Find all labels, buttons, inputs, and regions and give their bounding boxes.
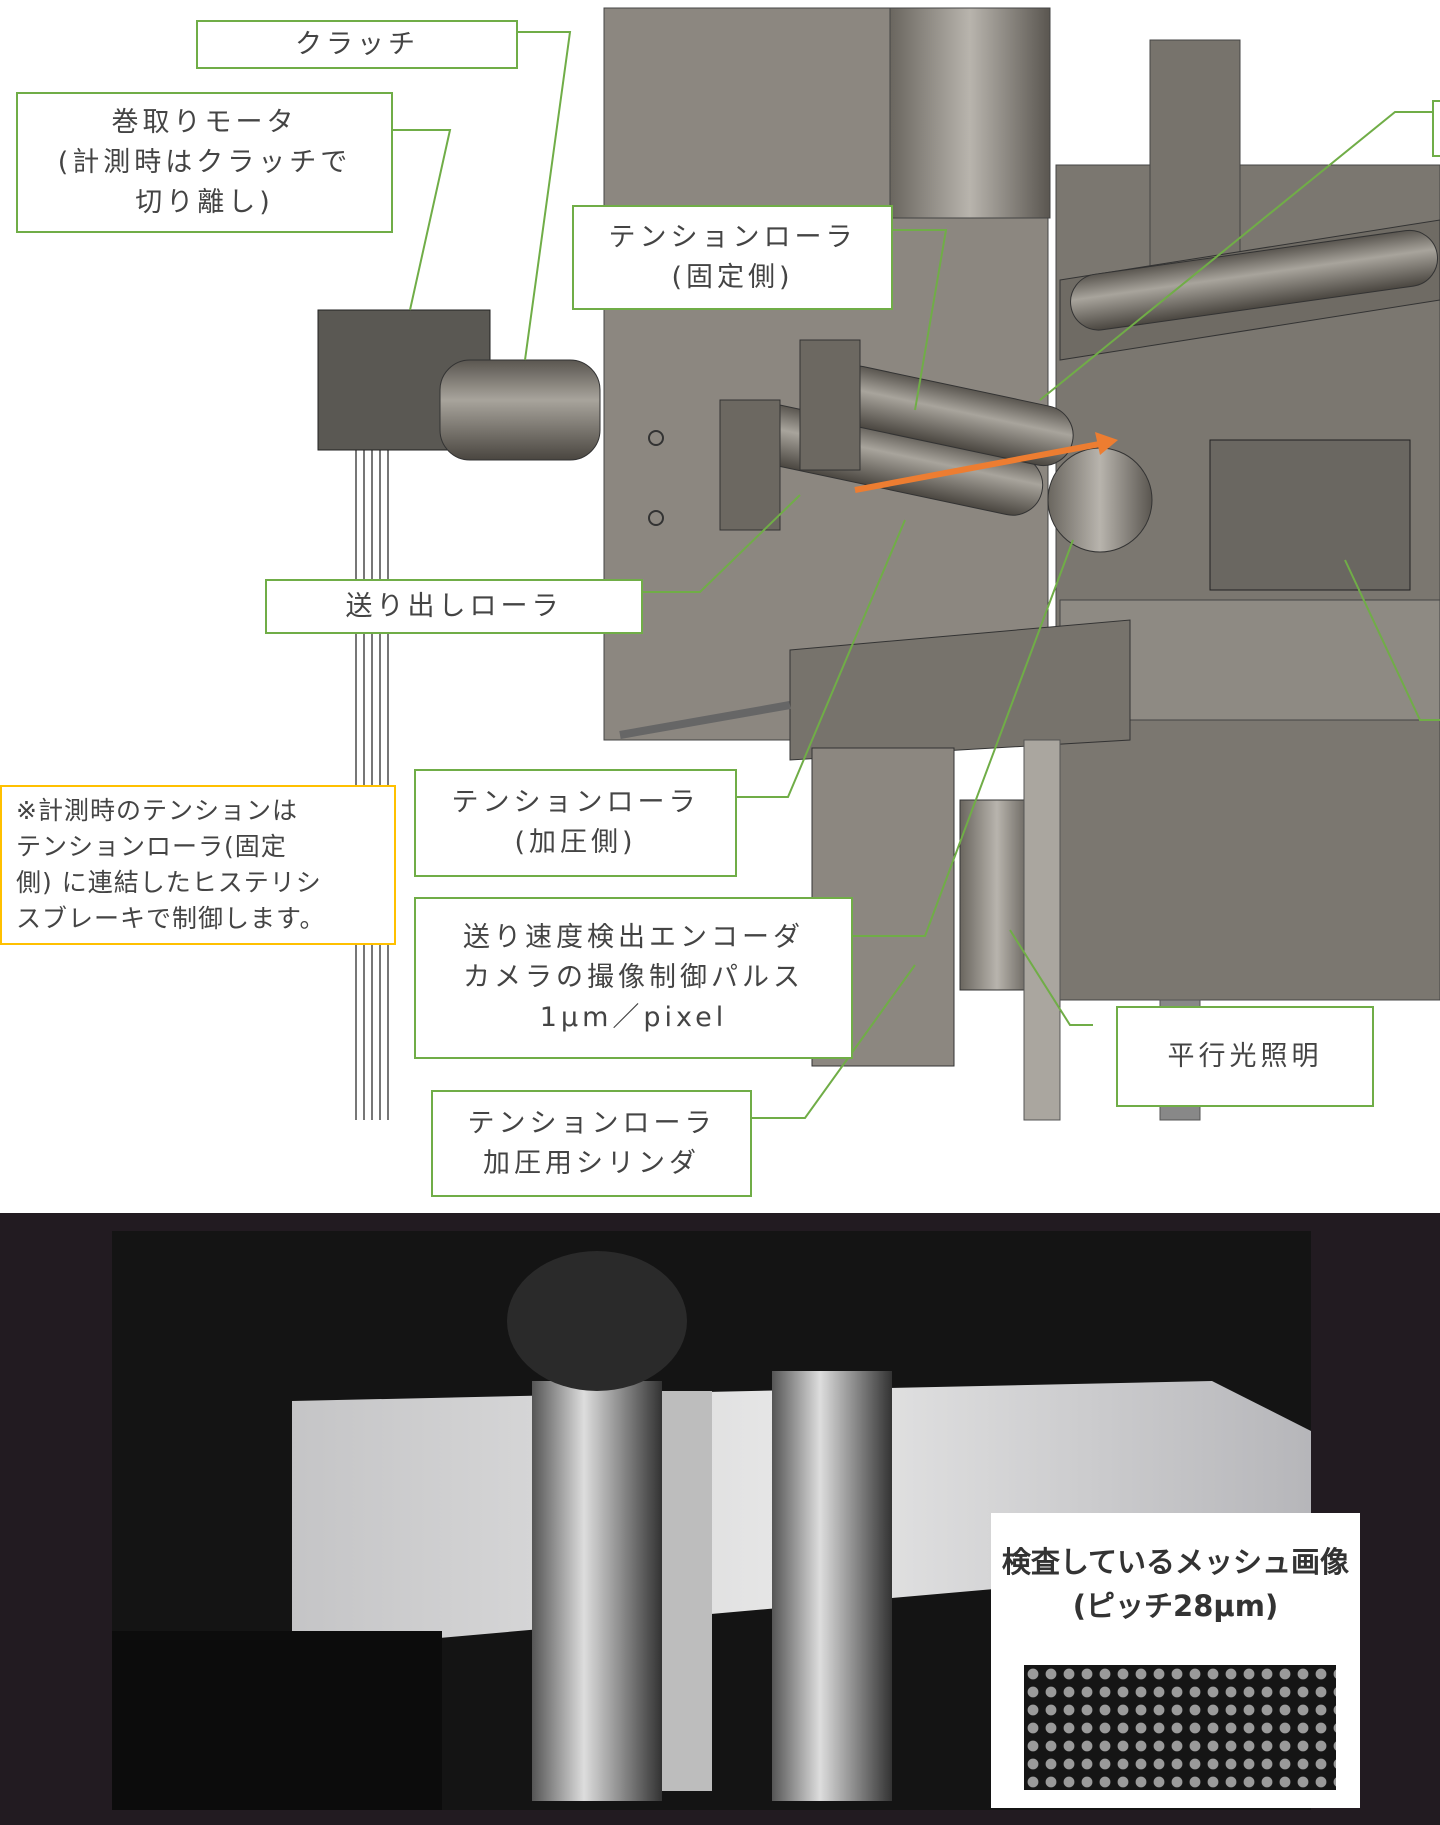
mesh-image-panel: 検査しているメッシュ画像 (ピッチ28μm) <box>991 1513 1360 1808</box>
winding-motor-line2: (計測時はクラッチで <box>57 146 352 178</box>
encoder-line1: 送り速度検出エンコーダ <box>463 922 804 953</box>
clutch-label: クラッチ <box>196 20 518 69</box>
feed-roller-text: 送り出しローラ <box>345 590 563 622</box>
tension-note-line1: ※計測時のテンションは <box>16 796 298 825</box>
winding-motor-line1: 巻取りモータ <box>111 106 298 138</box>
mesh-image <box>1024 1665 1336 1790</box>
parallel-light-label: 平行光照明 <box>1116 1006 1374 1107</box>
tension-note-line3: 側) に連結したヒステリシ <box>16 868 322 897</box>
mesh-title: 検査しているメッシュ画像 <box>1001 1545 1350 1579</box>
cylinder-line1: テンションローラ <box>467 1107 716 1139</box>
cad-drawing <box>317 7 1440 1121</box>
encoder-label: 送り速度検出エンコーダ カメラの撮像制御パルス 1μm／pixel <box>414 897 853 1059</box>
tension-roller-fixed-label: テンションローラ (固定側) <box>572 205 893 310</box>
encoder-line3: 1μm／pixel <box>539 1002 728 1033</box>
tension-note-line4: スブレーキで制御します。 <box>16 904 326 933</box>
tension-roller-press-line2: (加圧側) <box>514 827 637 858</box>
winding-motor-label: 巻取りモータ (計測時はクラッチで 切り離し) <box>16 92 393 233</box>
clutch-text: クラッチ <box>295 28 419 60</box>
mesh-subtitle: (ピッチ28μm) <box>1072 1589 1279 1623</box>
parallel-light-text: 平行光照明 <box>1167 1040 1323 1072</box>
tension-roller-fixed-line1: テンションローラ <box>608 221 857 253</box>
tension-roller-press-label: テンションローラ (加圧側) <box>414 769 737 877</box>
right-edge-label <box>1432 100 1440 157</box>
winding-motor-line3: 切り離し) <box>135 186 274 218</box>
tension-roller-fixed-line2: (固定側) <box>671 261 794 293</box>
cylinder-line2: 加圧用シリンダ <box>483 1147 700 1179</box>
encoder-line2: カメラの撮像制御パルス <box>463 962 804 993</box>
tension-note: ※計測時のテンションは テンションローラ(固定 側) に連結したヒステリシ スブ… <box>0 785 396 945</box>
cylinder-label: テンションローラ 加圧用シリンダ <box>431 1090 752 1197</box>
tension-roller-press-line1: テンションローラ <box>451 787 700 818</box>
feed-roller-label: 送り出しローラ <box>265 579 643 634</box>
tension-note-line2: テンションローラ(固定 <box>16 832 287 861</box>
